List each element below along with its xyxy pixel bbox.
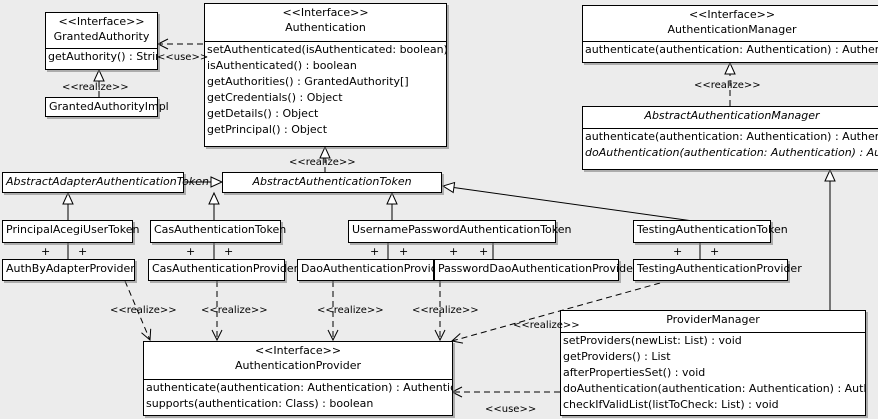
edge-label-realize-dao: <<realize>> [317,305,384,316]
edge-label-use-authentication-grantedauthority: <<use>> [157,52,209,63]
class-name: GrantedAuthorityImpl [49,100,169,113]
class-name: Authentication [285,21,366,34]
operation: getProviders() : List [563,350,671,363]
class-name: PrincipalAcegiUserToken [6,223,140,236]
assoc-mark-plus: + [449,245,459,258]
edge-label-realize-passworddao: <<realize>> [412,305,479,316]
operation: authenticate(authentication: Authenticat… [585,130,878,143]
stereotype-label: <<Interface>> [688,8,776,21]
class-authentication-manager[interactable]: <<Interface>> AuthenticationManager auth… [582,5,878,63]
operation: checkIfValidList(listToCheck: List) : vo… [563,398,779,411]
assoc-mark-plus: + [41,245,51,258]
operation-abstract: doAuthentication(authentication: Authent… [585,146,878,159]
operation: doAuthentication(authentication: Authent… [563,382,865,395]
class-abstract-adapter-authentication-token[interactable]: AbstractAdapterAuthenticationToken [2,172,209,193]
class-header: ProviderManager [561,311,865,333]
class-dao-authentication-provider[interactable]: DaoAuthenticationProvider [297,259,449,281]
operation: setAuthenticated(isAuthenticated: boolea… [207,43,446,56]
class-name: TestingAuthenticationToken [637,223,788,236]
assoc-mark-plus: + [399,245,409,258]
class-testing-authentication-token[interactable]: TestingAuthenticationToken [633,220,788,243]
operation: isAuthenticated() : boolean [207,59,357,72]
stereotype-label: <<Interface>> [282,6,369,19]
edge-label-realize-authbyadapter: <<realize>> [110,305,177,316]
class-username-password-authentication-token[interactable]: UsernamePasswordAuthenticationToken [348,220,572,243]
class-authentication[interactable]: <<Interface>> Authentication setAuthenti… [204,3,447,147]
operations-compartment: getAuthority() : String [46,49,157,65]
edge-label-realize-testing: <<realize>> [513,320,580,331]
class-abstract-authentication-manager[interactable]: AbstractAuthenticationManager authentica… [582,106,878,170]
operations-compartment: setProviders(newList: List) : void getPr… [561,333,865,413]
class-name: CasAuthenticationProvider [152,262,299,275]
operation: setProviders(newList: List) : void [563,334,742,347]
class-name: ProviderManager [666,313,760,326]
class-name: GrantedAuthority [53,30,150,43]
class-password-dao-authentication-provider[interactable]: PasswordDaoAuthenticationProvider [434,259,638,281]
assoc-mark-plus: + [78,245,88,258]
assoc-mark-plus: + [370,245,380,258]
assoc-mark-plus: + [224,245,234,258]
edge-generalization-testingauthenticationtoken [441,181,701,223]
operation: getPrincipal() : Object [207,123,328,136]
class-provider-manager[interactable]: ProviderManager setProviders(newList: Li… [560,310,866,416]
class-granted-authority[interactable]: <<Interface>> GrantedAuthority getAuthor… [45,12,158,70]
class-header: <<Interface>> AuthenticationProvider [144,342,452,380]
class-testing-authentication-provider[interactable]: TestingAuthenticationProvider [633,259,802,281]
class-abstract-authentication-token[interactable]: AbstractAuthenticationToken [222,172,442,193]
class-name: DaoAuthenticationProvider [301,262,449,275]
class-name: TestingAuthenticationProvider [637,262,802,275]
edge-label-realize-cas: <<realize>> [201,305,268,316]
operations-compartment: setAuthenticated(isAuthenticated: boolea… [205,42,446,138]
edge-label-realize-grantedauthorityimpl: <<realize>> [62,82,129,93]
operation: authenticate(authentication: Authenticat… [146,381,452,394]
operations-compartment: authenticate(authentication: Authenticat… [583,129,878,161]
edge-label-realize-abstractauthenticationmanager: <<realize>> [694,80,761,91]
class-name: AbstractAdapterAuthenticationToken [6,175,209,188]
operation: afterPropertiesSet() : void [563,366,706,379]
assoc-mark-plus: + [673,245,683,258]
class-name: AuthenticationManager [667,23,797,36]
class-header: <<Interface>> Authentication [205,4,446,42]
class-header: <<Interface>> AuthenticationManager [583,6,878,42]
operations-compartment: authenticate(authentication: Authenticat… [583,42,878,58]
stereotype-label: <<Interface>> [254,344,342,357]
class-name: PasswordDaoAuthenticationProvider [438,262,638,275]
class-authentication-provider[interactable]: <<Interface>> AuthenticationProvider aut… [143,341,453,416]
operation: getAuthorities() : GrantedAuthority[] [207,75,409,88]
class-granted-authority-impl[interactable]: GrantedAuthorityImpl [45,97,169,117]
class-header: <<Interface>> GrantedAuthority [46,13,157,49]
stereotype-label: <<Interface>> [58,15,145,28]
operation: authenticate(authentication: Authenticat… [585,43,878,56]
class-name: UsernamePasswordAuthenticationToken [352,223,572,236]
assoc-mark-plus: + [710,245,720,258]
class-cas-authentication-provider[interactable]: CasAuthenticationProvider [148,259,299,281]
edge-label-use-providermanager: <<use>> [485,404,537,415]
class-auth-by-adapter-provider[interactable]: AuthByAdapterProvider [2,259,135,281]
class-name: AbstractAuthenticationManager [644,109,820,122]
assoc-mark-plus: + [479,245,489,258]
operation: getDetails() : Object [207,107,319,120]
class-principal-acegi-user-token[interactable]: PrincipalAcegiUserToken [2,220,140,243]
edge-label-realize-abstractauthenticationtoken: <<realize>> [289,157,356,168]
class-name: AuthByAdapterProvider [6,262,135,275]
class-cas-authentication-token[interactable]: CasAuthenticationToken [150,220,287,243]
class-header: AbstractAuthenticationManager [583,107,878,129]
operation: supports(authentication: Class) : boolea… [146,397,374,410]
operation: getAuthority() : String [48,50,157,63]
class-name: CasAuthenticationToken [154,223,287,236]
operations-compartment: authenticate(authentication: Authenticat… [144,380,452,412]
class-name: AuthenticationProvider [234,359,362,372]
assoc-mark-plus: + [186,245,196,258]
class-name: AbstractAuthenticationToken [252,175,412,188]
operation: getCredentials() : Object [207,91,343,104]
